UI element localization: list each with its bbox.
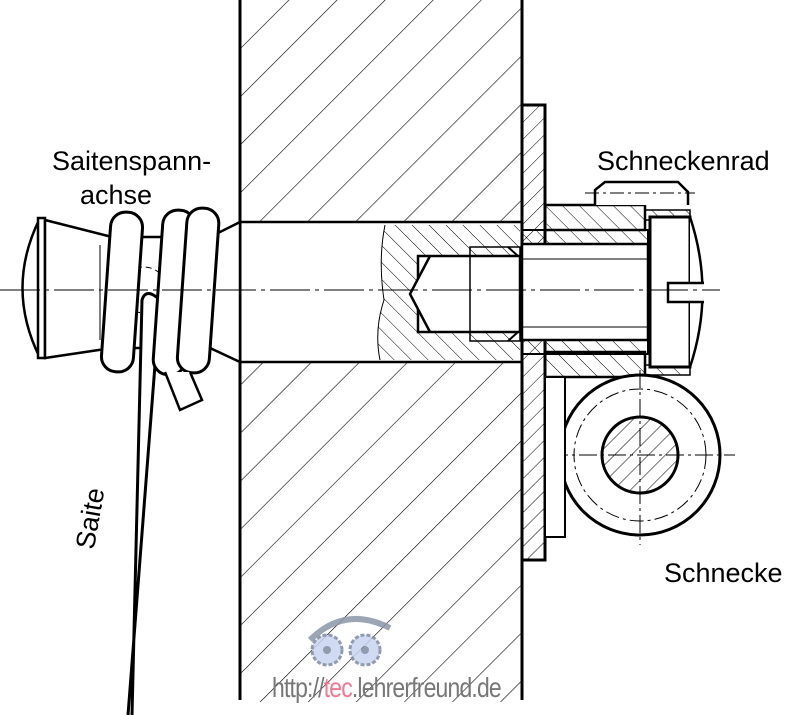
label-axle-line1: Saitenspann- (52, 146, 212, 176)
label-axle-line2: achse (80, 180, 153, 210)
watermark-suffix: .lehrerfreund.de (351, 672, 502, 703)
headstock-section (238, 0, 524, 702)
watermark-accent: tec (323, 672, 353, 703)
screw-head (648, 215, 704, 369)
watermark-url: http://tec.lehrerfreund.de (272, 672, 502, 704)
string-coils (99, 206, 221, 715)
watermark-logo (307, 615, 392, 667)
label-worm: Schnecke (664, 558, 783, 588)
label-worm-wheel: Schneckenrad (597, 146, 770, 176)
bushing (520, 203, 650, 379)
worm (544, 370, 735, 545)
watermark-prefix: http:// (272, 672, 325, 703)
axle-inner-section (377, 224, 522, 361)
